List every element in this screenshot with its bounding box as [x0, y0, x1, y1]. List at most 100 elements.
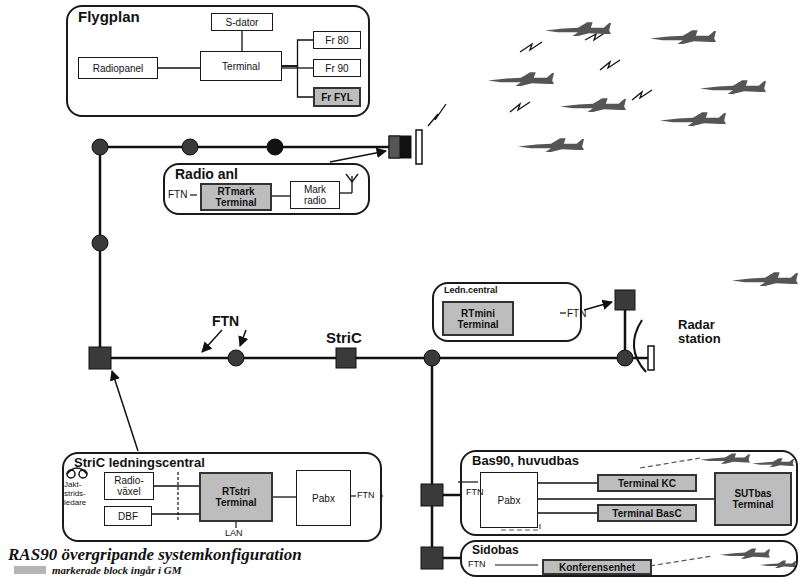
component-box: Fr 80: [313, 31, 361, 49]
group-title: Bas90, huvudbas: [472, 453, 579, 468]
leader-line: [190, 194, 197, 195]
connector: [538, 498, 714, 499]
component-box: SUTbas Terminal: [714, 472, 792, 526]
component-label: Radio-växel: [107, 475, 151, 497]
component-box: S-dator: [211, 13, 273, 31]
component-label: Terminal: [222, 61, 260, 72]
component-label: Mark radio: [293, 184, 337, 206]
group-box: SidobasKonferensenhet: [460, 540, 798, 577]
component-label: RTstri Terminal: [203, 486, 269, 508]
pointer-arrow: [240, 330, 246, 346]
connector: [538, 482, 597, 483]
connector: [282, 40, 313, 66]
radio-link: [632, 90, 652, 100]
component-label: Radiopanel: [93, 63, 144, 74]
radio-link: [510, 102, 530, 112]
network-node: [421, 484, 443, 506]
text-label: FTN: [466, 488, 484, 498]
antenna-mast: [648, 346, 654, 370]
component-box: RTstri Terminal: [199, 472, 273, 522]
network-node: [424, 350, 440, 366]
component-label: Fr FYL: [321, 92, 353, 103]
aircraft: [660, 112, 726, 126]
headphones-symbol: [79, 470, 87, 478]
pointer-arrow: [112, 151, 612, 451]
aircraft: [752, 458, 794, 467]
aircraft: [760, 561, 796, 569]
component-label: Fr 90: [325, 63, 348, 74]
caption: RAS90 övergripande systemkonfiguration: [8, 545, 302, 565]
component-box: Pabx: [480, 472, 538, 528]
leader-line: [190, 195, 566, 565]
connector: [272, 195, 290, 196]
component-label: Pabx: [312, 493, 335, 504]
pointer-arrow: [330, 151, 386, 162]
interface-mark: [177, 472, 178, 520]
ftn-network: [100, 146, 400, 149]
antenna-symbol: [351, 176, 352, 193]
connector: [282, 66, 313, 97]
pointer-arrow: [584, 302, 612, 310]
aircraft: [732, 272, 798, 286]
component-label: RTmark Terminal: [204, 186, 268, 208]
text-label: Radar station: [678, 318, 734, 347]
component-box: Radio-växel: [104, 472, 154, 500]
connector: [273, 496, 296, 497]
text-label: LAN: [225, 529, 243, 539]
network-node: [89, 347, 111, 369]
aircraft: [518, 138, 584, 152]
network-node: [617, 350, 633, 366]
network-node: [92, 139, 108, 155]
network-node: [267, 139, 283, 155]
aircraft: [545, 22, 611, 36]
radio-link: [520, 42, 542, 52]
group-box: StriC ledningscentralRadio-växelDBF RTstr…: [62, 452, 382, 542]
leader-line: [495, 564, 538, 565]
group-title: StriC ledningscentral: [74, 455, 205, 470]
text-label: FTN: [357, 491, 375, 501]
aircraft: [720, 548, 770, 558]
component-label: Terminal BasC: [612, 508, 681, 519]
text-label: Jakt- strids- ledare: [64, 481, 97, 507]
aircraft: [560, 98, 626, 112]
text-label: FTN: [212, 314, 239, 329]
network-node: [389, 136, 400, 158]
connector: [241, 31, 242, 51]
network-node: [615, 290, 635, 310]
runway-mark: [640, 458, 700, 468]
component-label: DBF: [118, 511, 138, 522]
network-node: [336, 348, 356, 368]
ftn-network: [431, 358, 434, 558]
pointer-arrow: [202, 330, 222, 352]
component-box: Konferensenhet: [542, 559, 652, 575]
legend-text: markerade block ingår i GM: [52, 564, 182, 576]
network-node: [182, 139, 198, 155]
ftn-network: [100, 147, 625, 358]
leader-line: [560, 312, 566, 313]
component-box: RTmark Terminal: [200, 183, 272, 211]
group-title: Radio anl: [175, 166, 238, 182]
aircraft: [488, 72, 554, 86]
connector: [154, 485, 199, 486]
legend-row: markerade block ingår i GM: [14, 564, 182, 576]
component-box: Radiopanel: [78, 57, 158, 79]
component-label: SUTbas Terminal: [718, 488, 788, 510]
component-label: Konferensenhet: [559, 562, 635, 573]
radio-link: [428, 104, 446, 126]
network-node: [421, 547, 443, 569]
aircraft: [700, 80, 766, 94]
component-box: Terminal KC: [597, 474, 697, 492]
component-box: Fr FYL: [313, 87, 361, 107]
group-title: Flygplan: [78, 8, 140, 25]
group-box: Radio anlRTmark Terminal Mark radio: [163, 163, 370, 215]
connector: [152, 513, 199, 514]
group-title: Sidobas: [472, 543, 519, 557]
group-box: Bas90, huvudbasPabx Terminal KC Terminal B…: [460, 450, 798, 536]
network-node: [92, 235, 108, 251]
connector: [538, 512, 597, 513]
text-label: StriC: [326, 330, 362, 347]
component-box: RTmini Terminal: [442, 301, 514, 336]
antenna-symbol: [346, 174, 358, 182]
text-label: FTN: [168, 189, 187, 200]
